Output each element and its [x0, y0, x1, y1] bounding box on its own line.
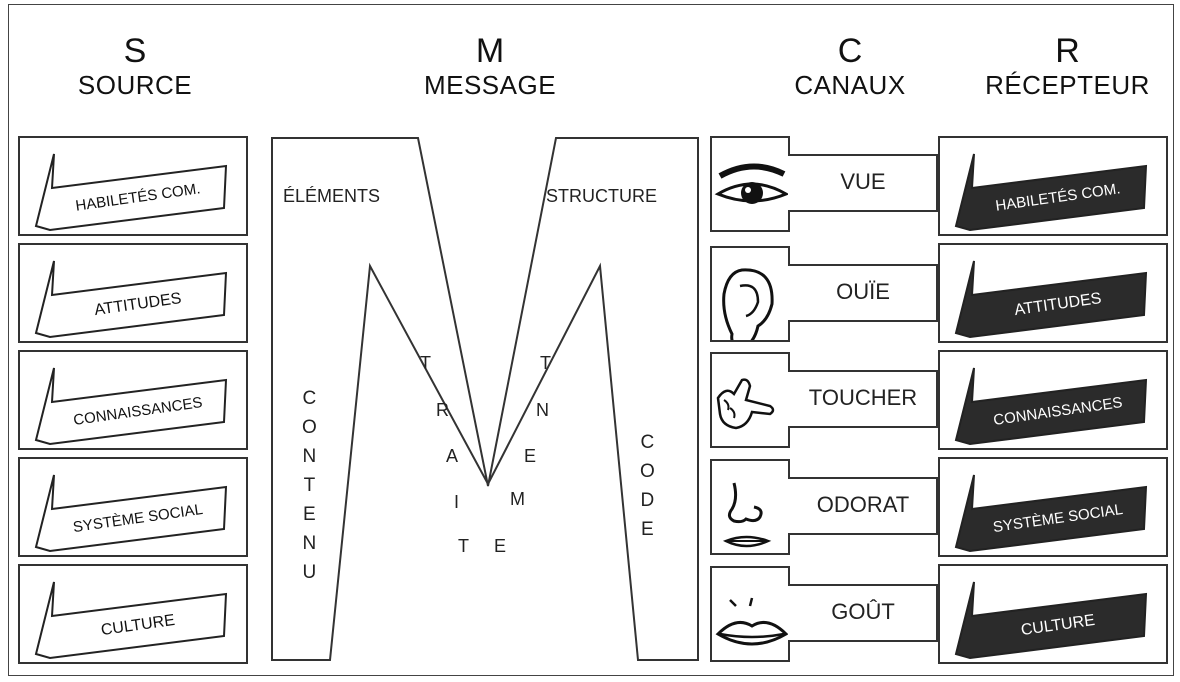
header-canaux-word: CANAUX	[794, 70, 906, 100]
letter: D	[640, 490, 655, 511]
channel-label-tab	[788, 264, 938, 322]
header-message: M MESSAGE	[380, 32, 600, 100]
channel-icon-box	[710, 459, 790, 555]
header-source-word: SOURCE	[77, 70, 193, 100]
source-item: CONNAISSANCES	[18, 350, 248, 450]
lightning-banner-icon: SYSTÈME SOCIAL	[34, 474, 228, 553]
nose-icon	[722, 482, 772, 548]
channel-label-tab	[788, 370, 938, 428]
channel-icon-box	[710, 136, 790, 232]
channel-connector	[788, 535, 790, 555]
lightning-banner-icon: HABILETÉS COM.	[954, 153, 1148, 232]
lightning-banner-icon: SYSTÈME SOCIAL	[954, 474, 1148, 553]
lightning-banner-icon: CULTURE	[954, 581, 1148, 660]
header-source-letter: S	[123, 32, 147, 70]
header-source: S SOURCE	[50, 32, 220, 100]
traitement-letter: T	[458, 536, 469, 556]
channel-label: OUÏE	[836, 279, 890, 304]
traitement-letter: N	[536, 400, 549, 420]
letter: O	[640, 461, 655, 482]
header-recepteur-word: RÉCEPTEUR	[985, 70, 1150, 100]
channel-connector	[788, 642, 790, 662]
lightning-banner-icon: ATTITUDES	[34, 260, 228, 339]
letter: E	[641, 519, 654, 540]
message-box	[270, 136, 700, 662]
lightning-banner-icon: CONNAISSANCES	[34, 367, 228, 446]
lightning-banner-icon: CONNAISSANCES	[954, 367, 1148, 446]
letter: C	[302, 388, 317, 409]
receiver-item: SYSTÈME SOCIAL	[938, 457, 1168, 557]
header-canaux: C CANAUX	[765, 32, 935, 100]
channel-connector	[788, 428, 790, 448]
channel-connector	[788, 136, 790, 156]
letter: E	[303, 504, 316, 525]
traitement-letter: T	[420, 353, 431, 373]
channel-label-tab	[788, 154, 938, 212]
channel-label: GOÛT	[831, 599, 895, 624]
letter: N	[302, 533, 317, 554]
lightning-banner-icon: HABILETÉS COM.	[34, 153, 228, 232]
traitement-letter: E	[494, 536, 507, 556]
source-item: ATTITUDES	[18, 243, 248, 343]
letter: U	[302, 562, 317, 583]
traitement-letter: T	[540, 353, 551, 373]
channel-icon-box	[710, 352, 790, 448]
letter: T	[303, 475, 316, 496]
traitement-letter: R	[436, 400, 449, 420]
receiver-item: CONNAISSANCES	[938, 350, 1168, 450]
channel-icon-box	[710, 566, 790, 662]
header-recepteur: R RÉCEPTEUR	[960, 32, 1175, 100]
letter: O	[302, 417, 317, 438]
channel-connector	[788, 212, 790, 232]
message-structure-label: STRUCTURE	[546, 186, 657, 206]
receiver-item: CULTURE	[938, 564, 1168, 664]
channel-connector	[788, 352, 790, 372]
source-item: SYSTÈME SOCIAL	[18, 457, 248, 557]
receiver-item: ATTITUDES	[938, 243, 1168, 343]
channel-connector	[788, 459, 790, 479]
letter: N	[302, 446, 317, 467]
lightning-banner-icon: ATTITUDES	[954, 260, 1148, 339]
channel-connector	[788, 246, 790, 266]
traitement-letter: E	[524, 446, 537, 466]
channel-connector	[788, 566, 790, 586]
channel-label: ODORAT	[816, 492, 910, 517]
eye-icon	[714, 163, 790, 204]
channel-icon-box	[710, 246, 790, 342]
channel-connector	[788, 322, 790, 342]
channel-label-tab	[788, 477, 938, 535]
source-item: CULTURE	[18, 564, 248, 664]
letter: C	[640, 432, 655, 453]
lightning-banner-icon: CULTURE	[34, 581, 228, 660]
traitement-letter: M	[510, 489, 525, 509]
mouth-icon	[715, 597, 789, 646]
channel-label: TOUCHER	[808, 385, 918, 410]
receiver-item: HABILETÉS COM.	[938, 136, 1168, 236]
big-m-shape	[271, 137, 699, 661]
source-item: HABILETÉS COM.	[18, 136, 248, 236]
traitement-letter: A	[446, 446, 459, 466]
header-message-word: MESSAGE	[423, 70, 557, 100]
header-recepteur-letter: R	[1055, 32, 1080, 70]
ear-icon	[722, 268, 774, 340]
hand-icon	[716, 378, 775, 430]
channel-label-tab	[788, 584, 938, 642]
message-elements-label: ÉLÉMENTS	[283, 186, 381, 206]
header-canaux-letter: C	[837, 32, 863, 70]
header-message-letter: M	[475, 32, 505, 70]
diagram-frame	[8, 4, 1174, 676]
channel-label: VUE	[840, 169, 886, 194]
traitement-letter: I	[454, 492, 460, 512]
